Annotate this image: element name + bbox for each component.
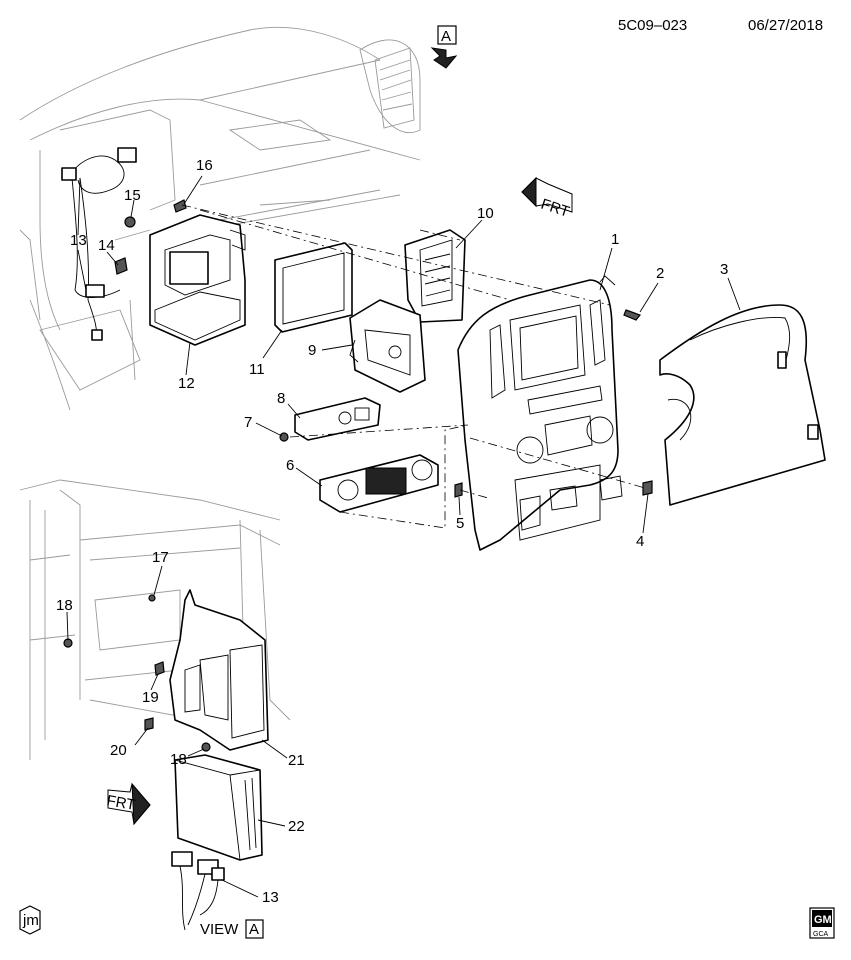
gm-logo-top: GM [814,914,832,926]
frt-lower-label: FRT [105,792,136,814]
callout-6: 6 [286,457,294,474]
callout-13-upper: 13 [70,232,87,249]
trim-3 [659,304,826,506]
callout-17: 17 [152,549,169,566]
callout-22: 22 [288,818,305,835]
hvac-control-6 [319,454,439,513]
view-label-letter: A [249,921,259,938]
callout-9: 9 [308,342,316,359]
fasteners-upper [114,199,653,498]
view-arrow-icon [430,47,458,69]
callout-15: 15 [124,187,141,204]
bezel-1 [457,275,623,551]
housing-10 [404,229,466,323]
callout-2: 2 [656,265,664,282]
callout-10: 10 [477,205,494,222]
screw-17 [148,594,156,602]
callout-8: 8 [277,390,285,407]
view-a-letter: A [441,28,451,45]
callout-5: 5 [456,515,464,532]
gm-logo: GM GCA [809,907,835,939]
frt-arrow-upper: FRT [521,176,573,221]
bracket-12 [149,214,246,346]
callout-1: 1 [611,231,619,248]
callout-21: 21 [288,752,305,769]
bracket-21 [169,589,269,751]
switch-8 [294,397,381,441]
callout-11: 11 [249,361,265,378]
callout-7: 7 [244,414,252,431]
clip-14 [114,257,128,275]
display-11 [274,242,353,333]
callout-16: 16 [196,157,213,174]
diagram-code: 5C09–023 [618,17,687,34]
view-label-text: VIEW [200,921,239,938]
clip-4 [642,480,653,496]
dash-background [19,26,421,411]
gm-logo-bottom: GCA [813,931,829,938]
view-a-marker: A [430,25,458,69]
diagram-date: 06/27/2018 [748,17,823,34]
jm-logo-text: jm [22,912,39,929]
callout-4: 4 [636,533,644,550]
callout-14: 14 [98,237,115,254]
callout-13-lower: 13 [262,889,279,906]
clip-19 [154,661,165,676]
screw-2 [623,309,641,321]
callout-19: 19 [142,689,159,706]
callout-20: 20 [110,742,127,759]
screw-18-upper [63,638,73,648]
clip-20 [144,717,154,731]
frt-arrow-lower: FRT [105,782,151,826]
callout-18-upper: 18 [56,597,73,614]
harness-lower [171,851,225,931]
clip-5 [454,482,463,498]
arrow-right-icon [131,782,151,826]
nut-7 [279,432,289,442]
radio-module-9 [349,299,426,393]
alignment-lines [181,204,646,529]
callout-3: 3 [720,261,728,278]
jm-logo: jm [19,905,41,935]
nut-15 [124,216,136,228]
callouts: 1 2 3 4 5 6 7 8 9 10 11 12 13 14 15 16 1… [56,157,728,906]
arrow-left-icon [521,176,537,208]
view-label: VIEW A [200,919,264,939]
fasteners-lower [63,594,211,752]
callout-12: 12 [178,375,195,392]
module-22 [174,754,263,861]
leader-lines [66,175,741,898]
harness-upper [61,147,137,341]
callout-18-lower: 18 [170,751,187,768]
screw-16 [173,199,187,213]
